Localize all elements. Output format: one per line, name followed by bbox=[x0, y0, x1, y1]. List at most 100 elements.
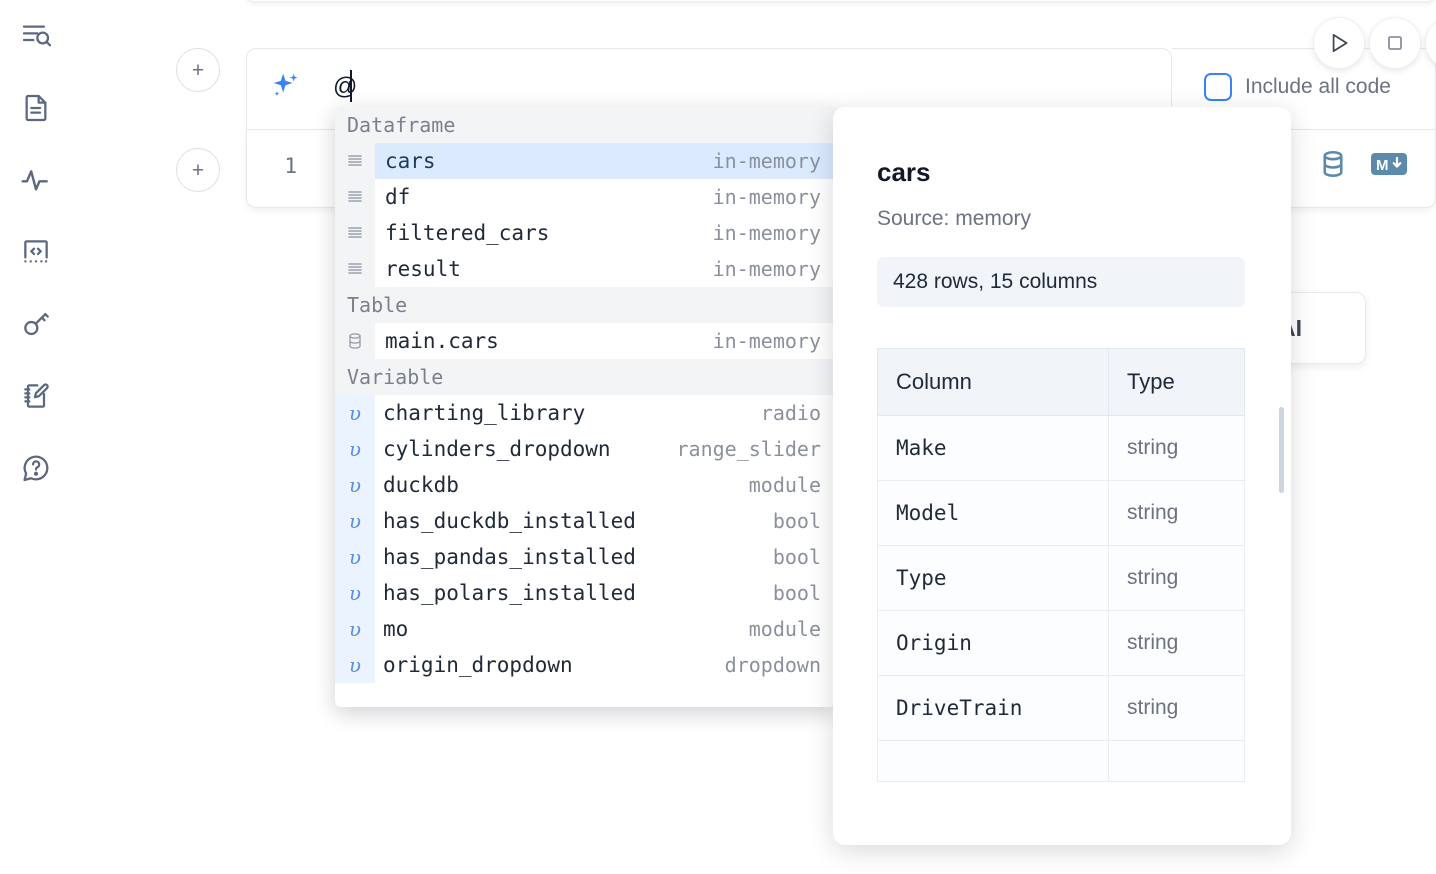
add-cell-button-bottom[interactable]: + bbox=[176, 148, 220, 192]
dataframe-preview-panel: cars Source: memory 428 rows, 15 columns… bbox=[833, 107, 1291, 845]
autocomplete-item-type: bool bbox=[772, 581, 821, 605]
autocomplete-item-name: duckdb bbox=[383, 473, 459, 497]
header-column: Column bbox=[877, 348, 1109, 416]
cell-column-name: DriveTrain bbox=[877, 675, 1109, 741]
autocomplete-item-type: in-memory bbox=[712, 329, 821, 353]
autocomplete-item-name: cylinders_dropdown bbox=[383, 437, 611, 461]
cell-column-name bbox=[877, 740, 1109, 782]
autocomplete-item[interactable]: main.cars in-memory bbox=[335, 323, 835, 359]
header-type: Type bbox=[1108, 348, 1245, 416]
text-cursor bbox=[350, 70, 352, 102]
run-cell-button[interactable] bbox=[1313, 17, 1365, 69]
autocomplete-item[interactable]: df in-memory bbox=[335, 179, 835, 215]
autocomplete-item-type: in-memory bbox=[712, 257, 821, 281]
dataframe-rows-icon bbox=[335, 143, 375, 179]
cell-column-type: string bbox=[1108, 545, 1245, 611]
cell-column-type bbox=[1108, 740, 1245, 782]
include-all-code-checkbox[interactable] bbox=[1204, 73, 1232, 101]
cell-column-name: Model bbox=[877, 480, 1109, 546]
autocomplete-item-type: bool bbox=[772, 545, 821, 569]
database-icon[interactable] bbox=[1317, 148, 1349, 185]
autocomplete-item[interactable]: υ cylinders_dropdown range_slider bbox=[335, 431, 835, 467]
autocomplete-item-name: has_polars_installed bbox=[383, 581, 636, 605]
preview-title: cars bbox=[877, 157, 931, 187]
autocomplete-group-header: Variable bbox=[335, 359, 835, 395]
dataframe-rows-icon bbox=[335, 215, 375, 251]
autocomplete-item-type: bool bbox=[772, 509, 821, 533]
autocomplete-item-type: in-memory bbox=[712, 185, 821, 209]
autocomplete-group-header: Dataframe bbox=[335, 107, 835, 143]
autocomplete-item-type: in-memory bbox=[712, 149, 821, 173]
code-brackets-icon[interactable] bbox=[14, 230, 58, 274]
autocomplete-item-name: has_duckdb_installed bbox=[383, 509, 636, 533]
autocomplete-item-name: mo bbox=[383, 617, 409, 641]
cell-column-name: Type bbox=[877, 545, 1109, 611]
autocomplete-item-type: module bbox=[748, 473, 821, 497]
stop-cell-button[interactable] bbox=[1369, 17, 1421, 69]
panel-scrollbar[interactable] bbox=[1279, 407, 1284, 493]
database-cylinder-icon bbox=[335, 323, 375, 359]
autocomplete-item-name: filtered_cars bbox=[385, 221, 550, 245]
autocomplete-item-type: range_slider bbox=[676, 437, 822, 461]
autocomplete-item[interactable]: result in-memory bbox=[335, 251, 835, 287]
dataframe-rows-icon bbox=[335, 251, 375, 287]
variable-upsilon-icon: υ bbox=[335, 539, 375, 575]
sparkle-ai-icon bbox=[269, 69, 303, 103]
scratchpad-edit-icon[interactable] bbox=[14, 374, 58, 418]
autocomplete-item-name: result bbox=[385, 257, 461, 281]
autocomplete-item[interactable]: υ has_duckdb_installed bool bbox=[335, 503, 835, 539]
autocomplete-item-name: has_pandas_installed bbox=[383, 545, 636, 569]
variable-upsilon-icon: υ bbox=[335, 431, 375, 467]
variable-upsilon-icon: υ bbox=[335, 503, 375, 539]
preview-source: Source: memory bbox=[877, 207, 1032, 230]
svg-text:M: M bbox=[1376, 157, 1389, 174]
autocomplete-item-name: main.cars bbox=[385, 329, 499, 353]
cell-column-name: Make bbox=[877, 415, 1109, 481]
dataframe-rows-icon bbox=[335, 179, 375, 215]
left-sidebar bbox=[0, 0, 72, 874]
cell-above-partial bbox=[246, 0, 1436, 2]
activity-pulse-icon[interactable] bbox=[14, 158, 58, 202]
ai-prompt-input[interactable]: @ bbox=[333, 73, 358, 100]
variable-upsilon-icon: υ bbox=[335, 467, 375, 503]
document-icon[interactable] bbox=[14, 86, 58, 130]
variable-upsilon-icon: υ bbox=[335, 395, 375, 431]
variable-upsilon-icon: υ bbox=[335, 575, 375, 611]
key-icon[interactable] bbox=[14, 302, 58, 346]
cell-column-type: string bbox=[1108, 675, 1245, 741]
autocomplete-item-name: charting_library bbox=[383, 401, 586, 425]
outline-search-icon[interactable] bbox=[14, 14, 58, 58]
autocomplete-item-type: module bbox=[748, 617, 821, 641]
autocomplete-item[interactable]: υ has_pandas_installed bool bbox=[335, 539, 835, 575]
autocomplete-group-header: Table bbox=[335, 287, 835, 323]
cell-toolbar: M bbox=[1317, 148, 1407, 185]
table-header-row: Column Type bbox=[877, 348, 1245, 416]
table-row bbox=[877, 740, 1245, 782]
include-all-code-row[interactable]: Include all code bbox=[1204, 73, 1391, 101]
cell-column-type: string bbox=[1108, 610, 1245, 676]
autocomplete-item[interactable]: υ has_polars_installed bool bbox=[335, 575, 835, 611]
autocomplete-item-name: df bbox=[385, 185, 411, 209]
markdown-down-icon[interactable]: M bbox=[1371, 151, 1407, 182]
cell-column-type: string bbox=[1108, 480, 1245, 546]
help-question-icon[interactable] bbox=[14, 446, 58, 490]
autocomplete-item-name: origin_dropdown bbox=[383, 653, 573, 677]
line-number: 1 bbox=[284, 154, 297, 178]
include-all-code-label: Include all code bbox=[1245, 75, 1391, 98]
cell-column-type: string bbox=[1108, 415, 1245, 481]
add-cell-button-top[interactable]: + bbox=[176, 48, 220, 92]
